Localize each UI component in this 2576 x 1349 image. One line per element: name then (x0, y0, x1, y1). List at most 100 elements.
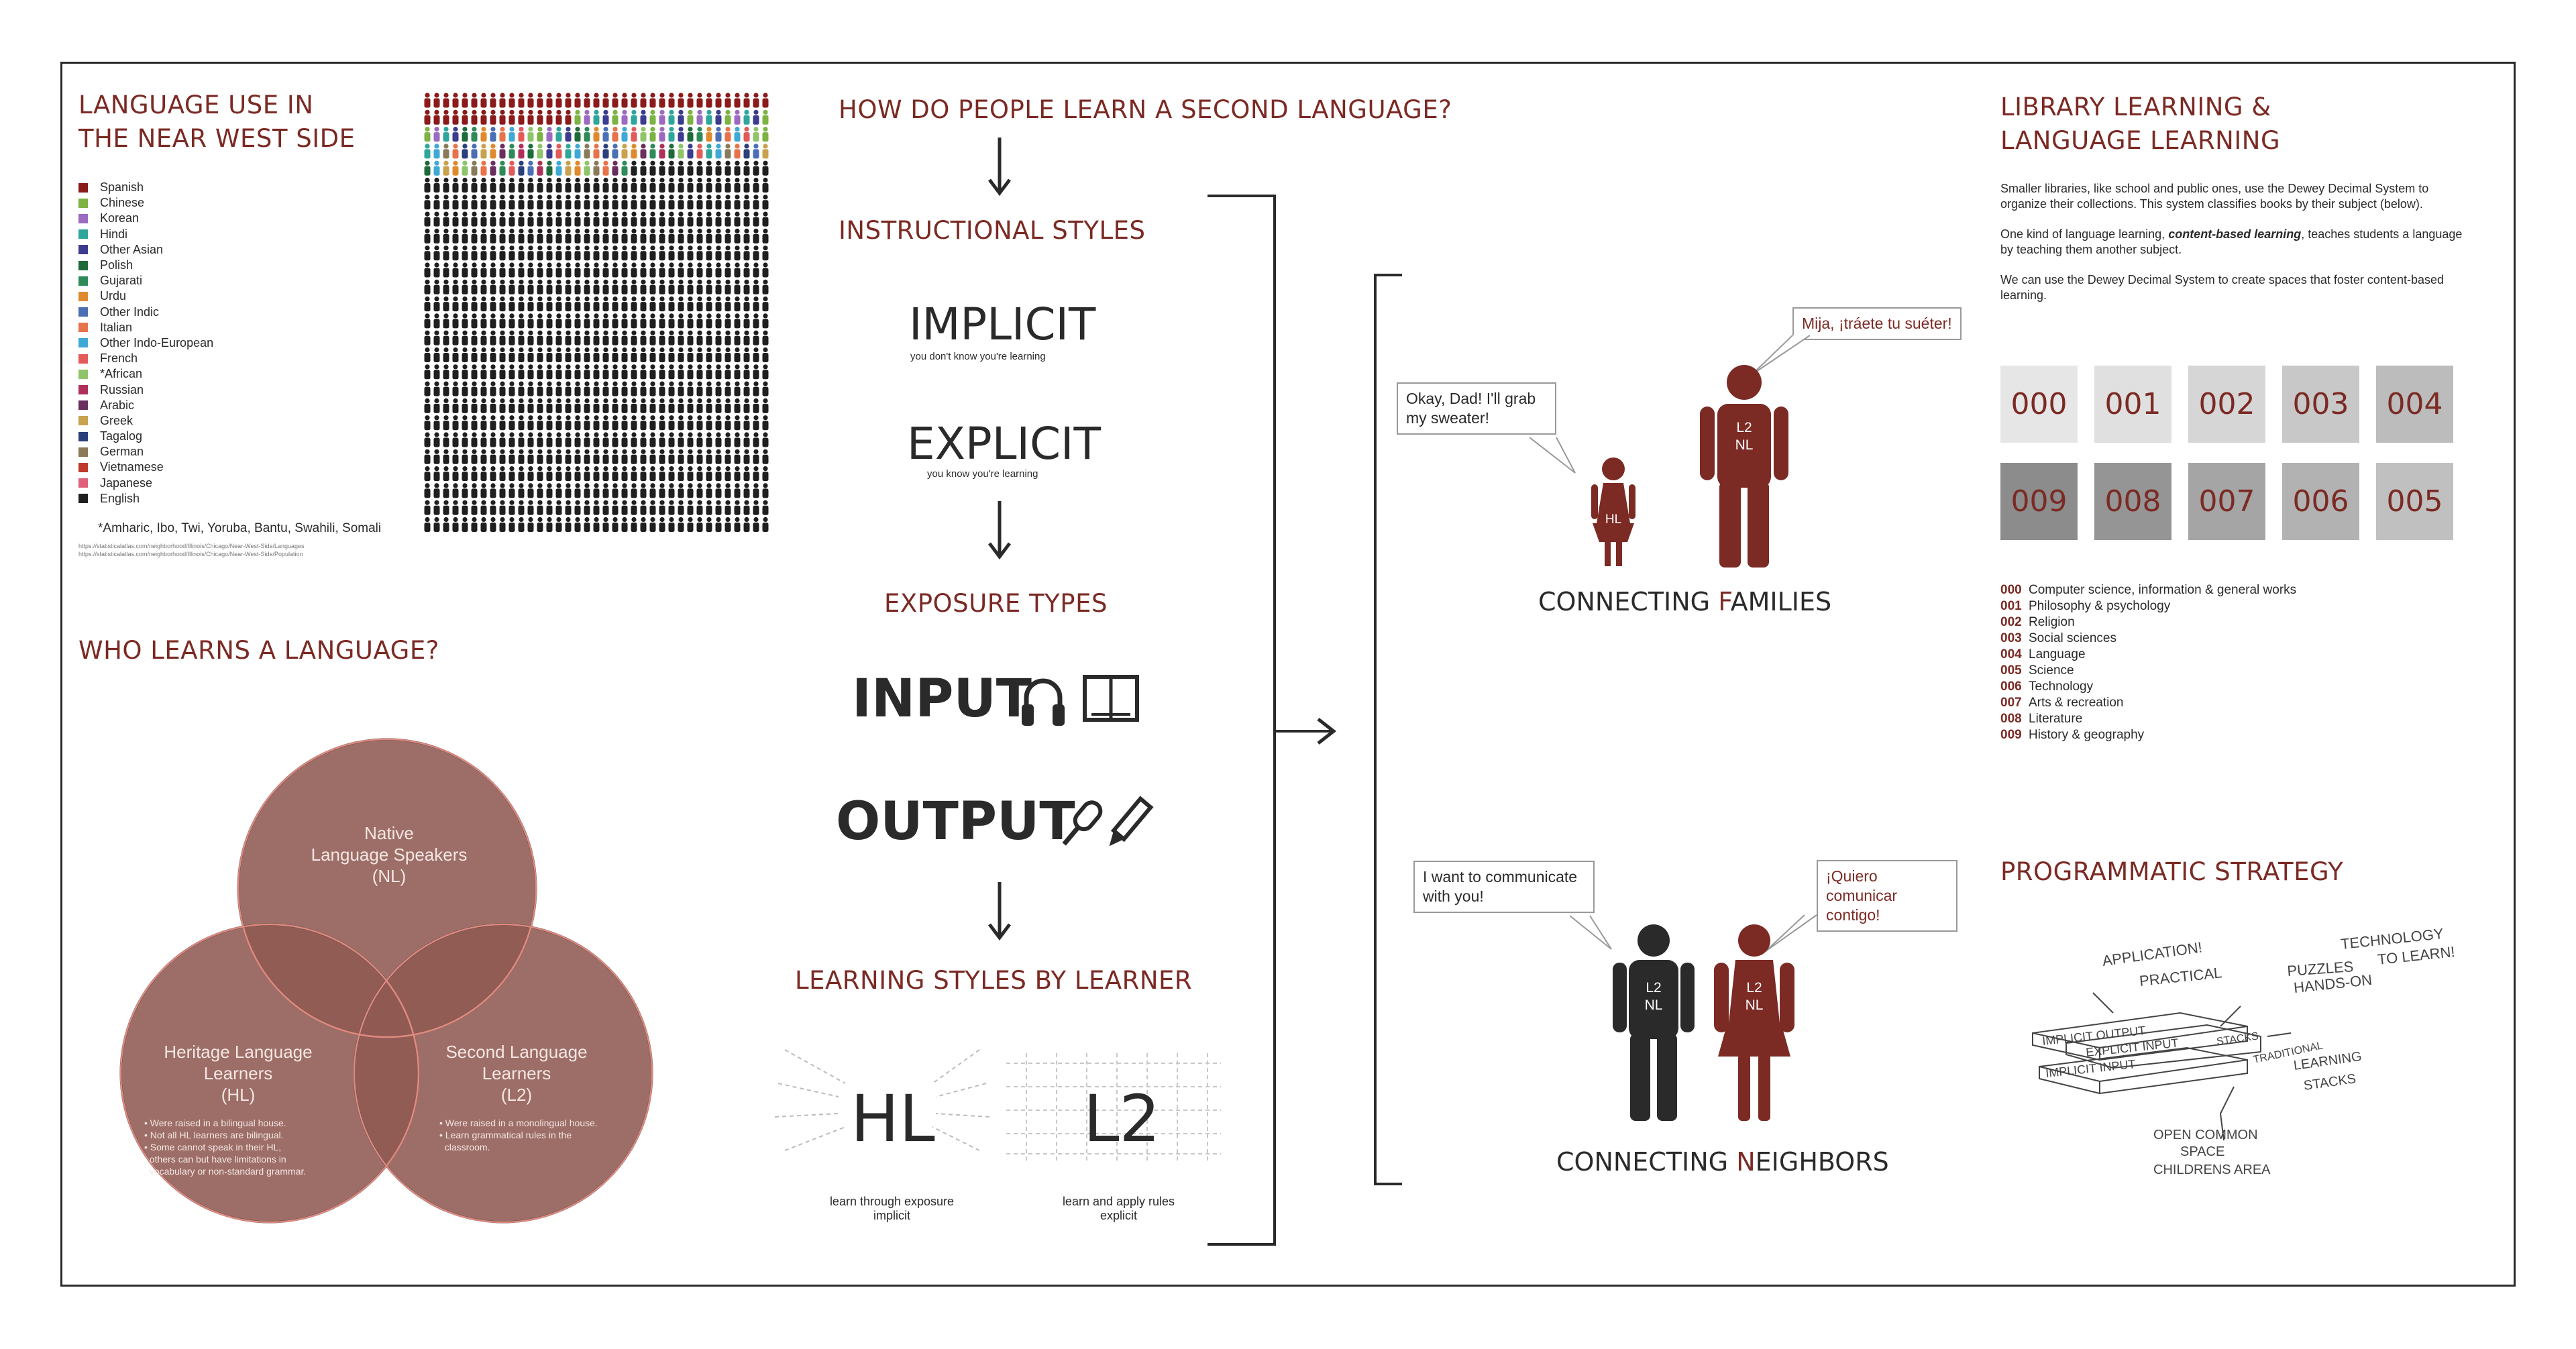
person-pictograph (631, 364, 637, 380)
dewey-box: 004 (2376, 366, 2453, 443)
person-pictograph (490, 313, 496, 329)
dewey-box: 005 (2376, 463, 2453, 540)
person-pictograph (527, 211, 534, 227)
microphone-icon (1062, 800, 1103, 846)
person-pictograph (649, 415, 656, 431)
person-pictograph (734, 211, 741, 227)
person-pictograph (706, 177, 712, 193)
person-pictograph (508, 330, 515, 345)
person-pictograph (424, 195, 431, 210)
person-pictograph (499, 246, 506, 261)
person-pictograph (659, 483, 665, 498)
legend-swatch (78, 338, 88, 348)
person-pictograph (593, 517, 600, 532)
person-pictograph (668, 246, 675, 261)
legend-label: Polish (100, 258, 133, 272)
person-pictograph (762, 330, 769, 345)
person-pictograph (621, 228, 628, 244)
person-pictograph (706, 364, 712, 380)
person-pictograph (715, 109, 722, 125)
person-pictograph (490, 432, 496, 447)
person-pictograph (433, 262, 440, 278)
person-pictograph (518, 517, 525, 532)
person-pictograph (715, 93, 722, 108)
person-pictograph (499, 93, 506, 108)
person-pictograph (555, 415, 562, 431)
person-pictograph (762, 449, 769, 464)
person-pictograph (621, 127, 628, 142)
person-pictograph (678, 246, 684, 261)
person-pictograph (715, 347, 722, 362)
person-pictograph (480, 211, 487, 227)
person-pictograph (527, 517, 534, 532)
person-pictograph (753, 177, 759, 193)
person-pictograph (555, 109, 562, 125)
person-pictograph (537, 347, 543, 362)
person-pictograph (724, 109, 731, 125)
person-pictograph (433, 279, 440, 294)
person-pictograph (753, 364, 759, 380)
person-pictograph (649, 144, 656, 159)
person-pictograph (743, 160, 750, 176)
person-pictograph (696, 466, 703, 482)
person-pictograph (443, 109, 449, 125)
person-pictograph (537, 466, 543, 482)
person-pictograph (631, 517, 637, 532)
person-pictograph (452, 195, 459, 210)
person-pictograph (537, 364, 543, 380)
person-pictograph (706, 313, 712, 329)
person-pictograph (668, 347, 675, 362)
person-pictograph (424, 330, 431, 345)
person-pictograph (640, 432, 647, 447)
person-pictograph (602, 364, 609, 380)
person-pictograph (518, 449, 525, 464)
person-pictograph (649, 279, 656, 294)
person-pictograph (753, 347, 759, 362)
implicit-sub: you don't know you're learning (910, 351, 1046, 362)
person-pictograph (490, 330, 496, 345)
african-footnote: *Amharic, Ibo, Twi, Yoruba, Bantu, Swahi… (98, 521, 382, 535)
person-pictograph (668, 228, 675, 244)
person-pictograph (471, 177, 478, 193)
person-pictograph (424, 246, 431, 261)
person-pictograph (527, 246, 534, 261)
person-pictograph (546, 160, 553, 176)
person-pictograph (724, 160, 731, 176)
person-pictograph (471, 109, 478, 125)
person-pictograph (706, 432, 712, 447)
legend-item: Russian (78, 382, 213, 397)
person-pictograph (593, 93, 600, 108)
person-pictograph (602, 483, 609, 498)
dewey-label: Social sciences (2029, 631, 2116, 645)
person-pictograph (565, 127, 572, 142)
person-pictograph (753, 211, 759, 227)
person-pictograph (584, 415, 590, 431)
person-pictograph (574, 296, 581, 312)
person-pictograph (631, 262, 637, 278)
person-pictograph (762, 262, 769, 278)
person-pictograph (631, 195, 637, 210)
person-pictograph (762, 195, 769, 210)
person-pictograph (565, 364, 572, 380)
person-pictograph (565, 279, 572, 294)
person-pictograph (424, 127, 431, 142)
person-pictograph (490, 177, 496, 193)
person-pictograph (724, 296, 731, 312)
person-pictograph (508, 517, 515, 532)
person-pictograph (696, 127, 703, 142)
instructional-styles-title: INSTRUCTIONAL STYLES (839, 216, 1146, 245)
person-pictograph (743, 279, 750, 294)
person-pictograph (678, 449, 684, 464)
person-pictograph (678, 127, 684, 142)
person-pictograph (527, 330, 534, 345)
person-pictograph (649, 160, 656, 176)
dewey-label: Computer science, information & general … (2029, 583, 2297, 597)
down-arrow-icon (988, 501, 1011, 560)
person-pictograph (696, 246, 703, 261)
person-pictograph (631, 466, 637, 482)
person-pictograph (631, 211, 637, 227)
language-use-title-line1: LANGUAGE USE IN (78, 91, 314, 119)
person-pictograph (443, 381, 449, 396)
person-pictograph (471, 330, 478, 345)
person-pictograph (499, 262, 506, 278)
